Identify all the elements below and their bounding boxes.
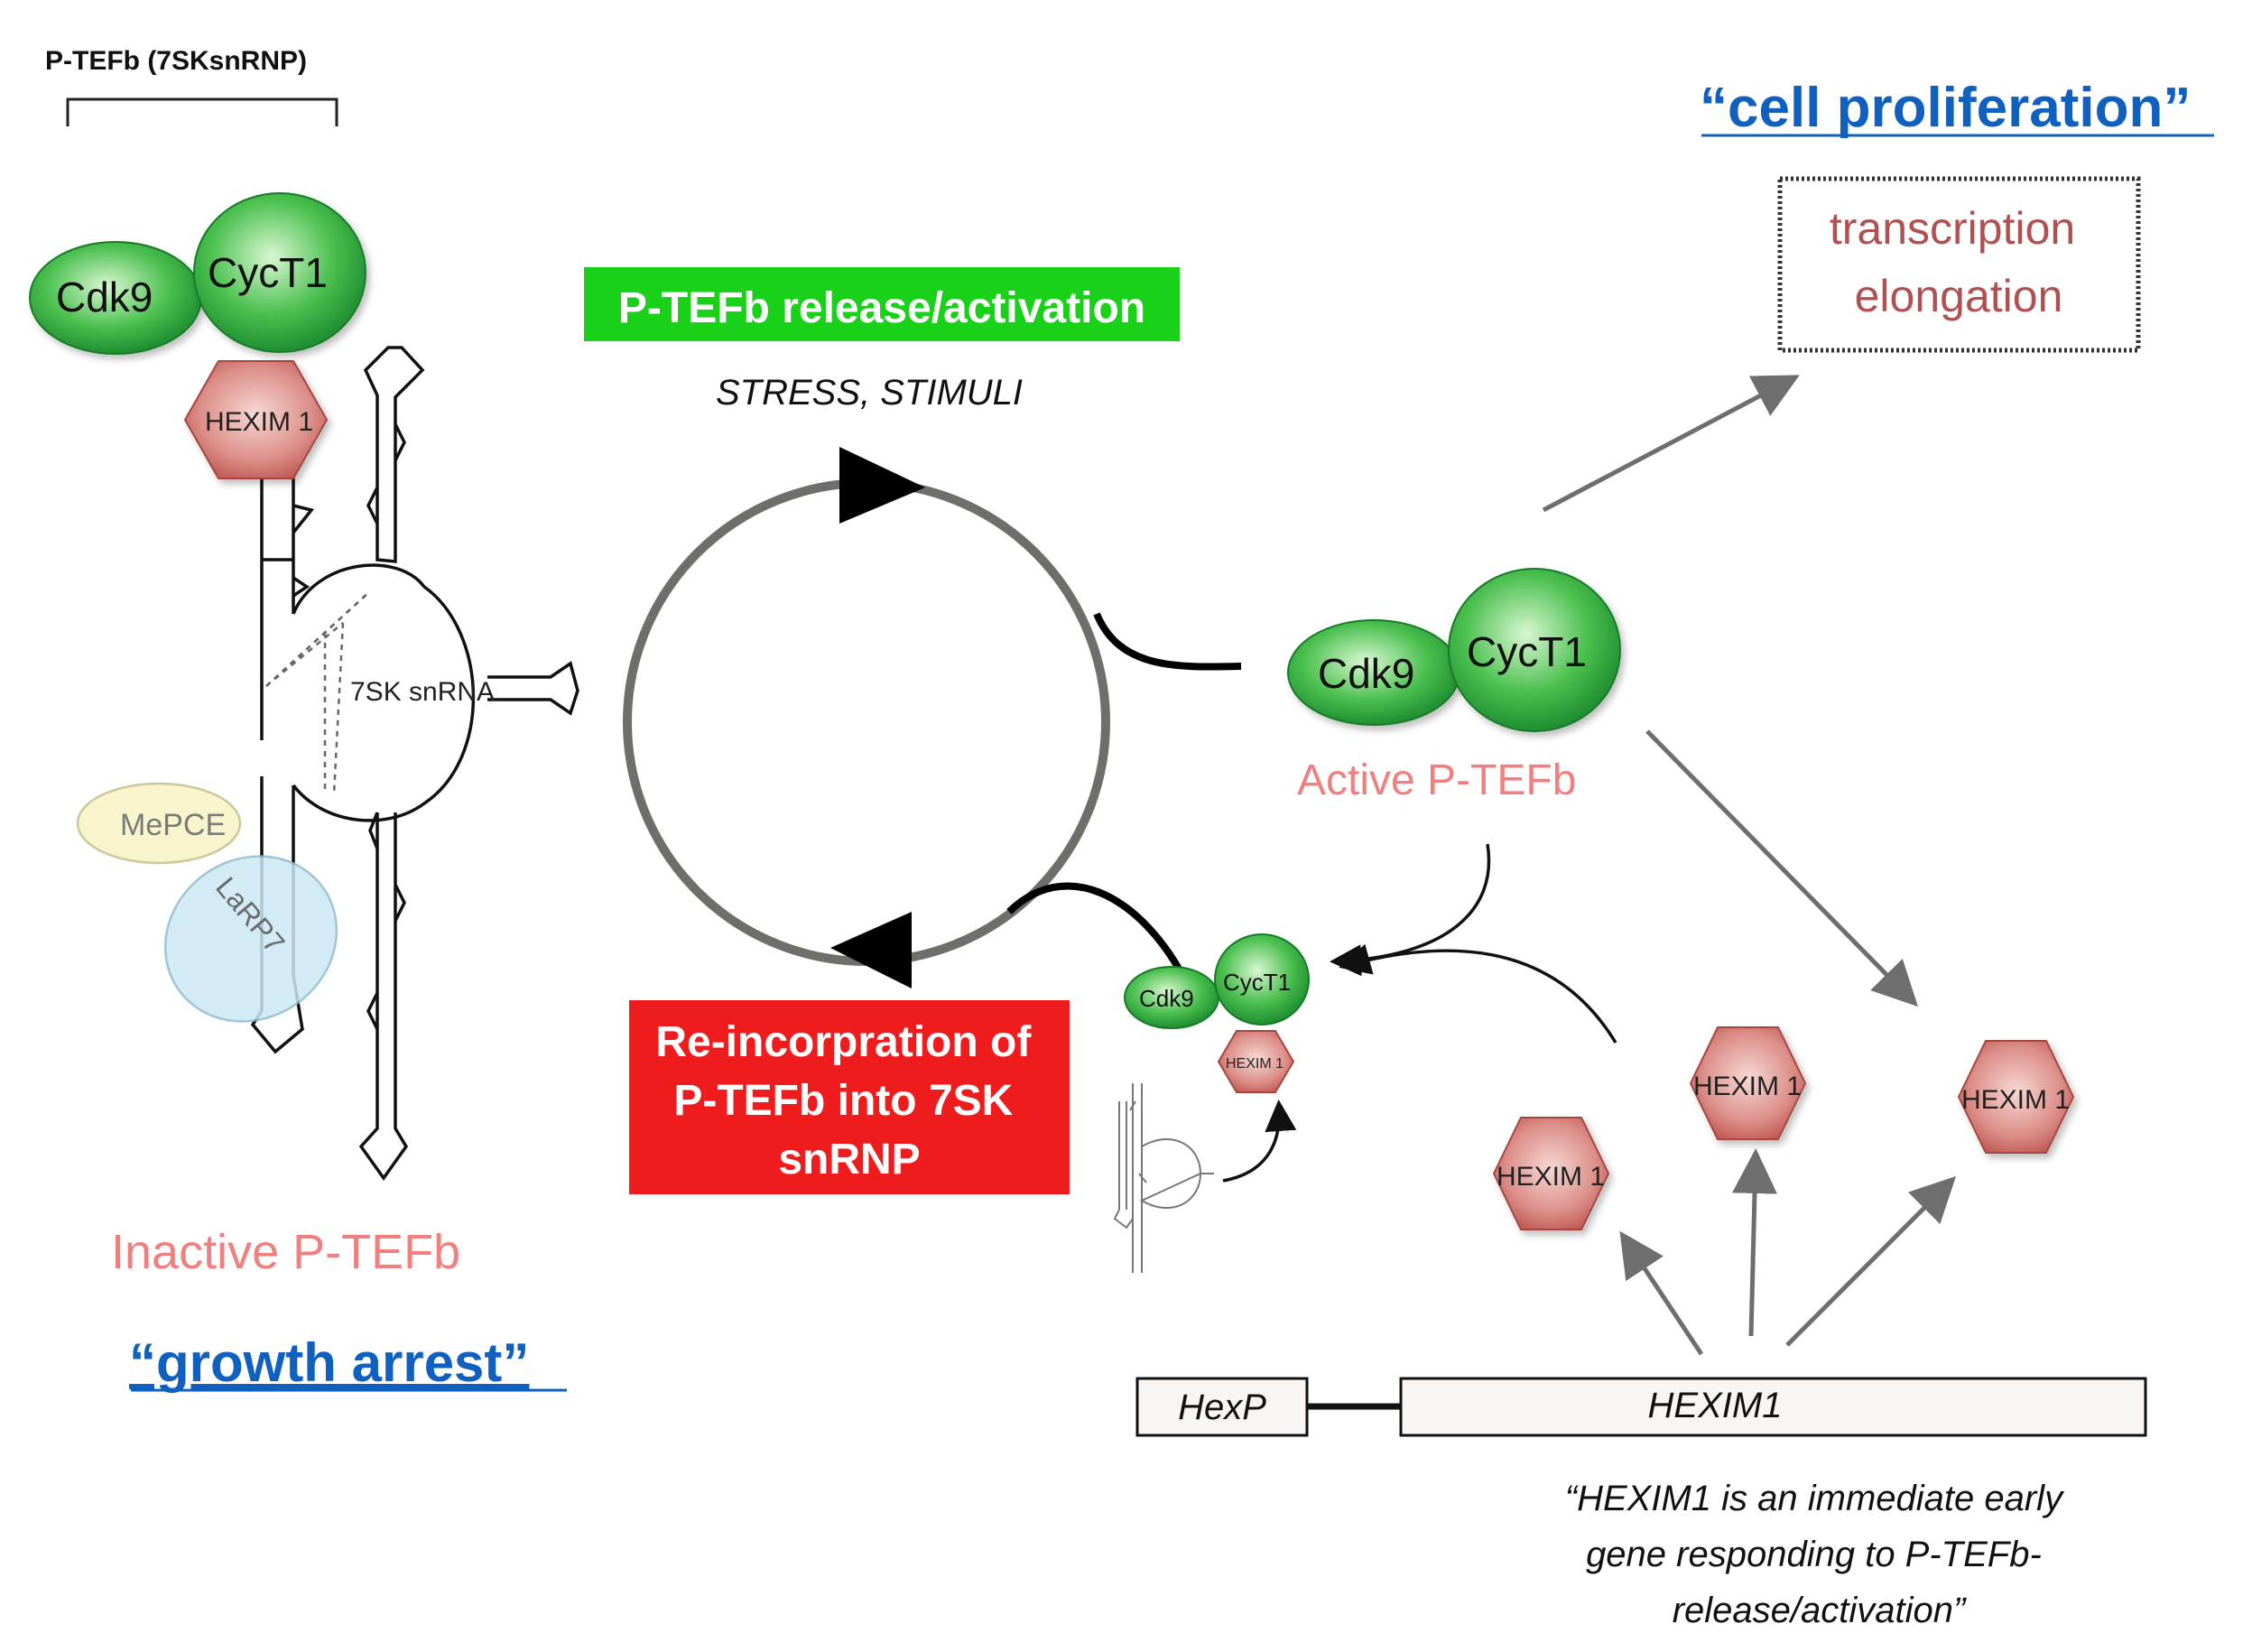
release-activation-box [584,267,1180,341]
hexim1-protein-small [1217,1030,1295,1093]
hexim1-label-left: HEXIM 1 [205,407,313,437]
gene-to-hexim-arrow-2 [1731,1148,1777,1337]
cdk9-label-left: Cdk9 [56,274,153,320]
hexim1-label-small: HEXIM 1 [1226,1056,1284,1072]
mepce-label: MePCE [120,808,226,842]
arrow-snrna-to-complex [1222,1100,1297,1183]
cdk9-label-active: Cdk9 [1318,650,1414,697]
hexim1-protein-1 [1492,1117,1610,1230]
active-ptefb-label: Active P-TEFb [1297,756,1576,804]
transcription-elongation-label: transcription elongation [1830,203,2088,321]
gene-to-hexim-arrow-3 [1785,1175,1957,1347]
gene-to-hexim-arrow-1 [1619,1230,1704,1356]
mepce-protein [76,782,242,865]
ptefb-7sksnrnp-label: P-TEFb (7SKsnRNP) [45,46,307,76]
release-activation-label: P-TEFb release/activation [618,284,1145,332]
cyct1-protein-small [1214,933,1310,1026]
hexim1-protein-left [183,360,329,479]
growth-arrest-label: “growth arrest” [129,1332,529,1393]
cyct1-protein-left [193,192,366,353]
7sk-snrna-structure [250,346,579,1182]
cycle-arrowhead-bottom [830,912,912,988]
reincorporation-branch-line [1006,882,1186,977]
transcription-elongation-box [1777,176,2141,353]
cyct1-label-active: CycT1 [1467,628,1587,675]
release-branch-line [1093,612,1242,671]
arrow-hexim-to-complex [1339,943,1617,1044]
hexim1-label-2: HEXIM 1 [1693,1072,1802,1101]
stress-stimuli-label: STRESS, STIMULI [716,373,1023,413]
cyct1-protein-active [1448,568,1621,732]
hexim1-protein-2 [1689,1026,1807,1140]
7sk-snrna-label: 7SK snRNA [350,677,495,707]
larp7-protein [163,855,338,1023]
mini-7sk-snrna [1113,1083,1214,1273]
hexim1-label-3: HEXIM 1 [1961,1085,2070,1115]
hexim1-gene-box [1399,1377,2147,1437]
hexim1-protein-3 [1957,1040,2075,1154]
hexp-promoter-box [1135,1377,1309,1437]
cell-proliferation-label: “cell proliferation” [1700,77,2191,139]
arrow-to-elongation [1542,375,1800,513]
hexim1-label-1: HEXIM 1 [1497,1162,1605,1192]
hexim1-quote: “HEXIM1 is an immediate early gene respo… [1565,1479,2072,1630]
cyct1-label-small: CycT1 [1223,969,1291,996]
cycle-arrowhead-top [839,447,925,524]
reincorporation-label: Re-incorpration of P-TEFb into 7SK snRNP [655,1018,1043,1183]
cyct1-label-left: CycT1 [208,249,328,296]
header-bracket [66,97,338,126]
regulation-cycle [623,478,1110,966]
reincorporation-box [629,1000,1070,1194]
arrow-active-to-hexim [1645,729,1919,1007]
hexp-promoter-label: HexP [1178,1387,1266,1427]
cdk9-label-small: Cdk9 [1139,985,1194,1012]
arrow-active-to-complex [1330,843,1491,977]
hexim1-gene-label: HEXIM1 [1648,1386,1783,1425]
inactive-ptefb-label: Inactive P-TEFb [111,1225,460,1279]
